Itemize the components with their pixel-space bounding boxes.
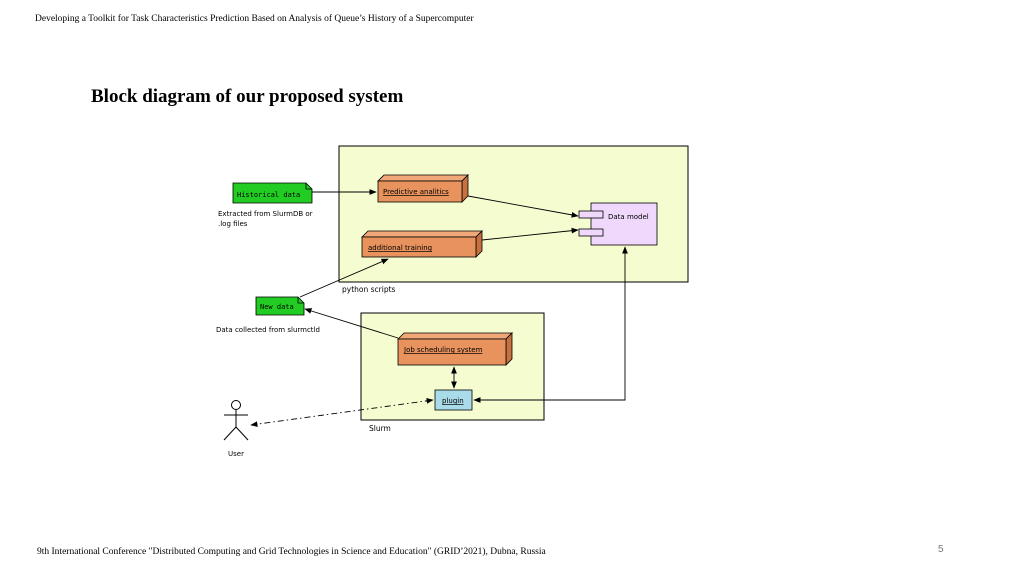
new-data-note: Data collected from slurmctld: [216, 326, 320, 334]
plugin-label: plugin: [442, 397, 464, 405]
historical-data-note-line1: Extracted from SlurmDB or: [218, 210, 313, 218]
predictive-analitics-node: [377, 174, 469, 203]
slurm-label: Slurm: [369, 424, 391, 433]
job-scheduling-system-label: Job scheduling system: [403, 346, 483, 354]
new-data-artifact: [255, 296, 305, 316]
edge-datamodel-plugin: [473, 246, 628, 403]
python-scripts-label: python scripts: [342, 285, 396, 294]
additional-training-node: [361, 230, 483, 258]
edge-training-to-datamodel: [481, 227, 579, 241]
user-label: User: [228, 450, 244, 458]
page-number: 5: [938, 544, 944, 555]
historical-data-artifact: [232, 182, 313, 204]
historical-data-label: Historical data: [237, 191, 300, 199]
footer-text: 9th International Conference "Distribute…: [37, 547, 546, 557]
edge-user-plugin: [250, 398, 434, 427]
edge-predictive-to-datamodel: [467, 195, 579, 218]
new-data-label: New data: [260, 303, 294, 311]
header-text: Developing a Toolkit for Task Characteri…: [35, 14, 474, 24]
edge-newdata-to-training: [299, 258, 389, 298]
additional-training-label: additional training: [368, 244, 432, 252]
edge-jobsched-to-newdata: [304, 308, 399, 339]
plugin-node: [434, 389, 473, 411]
slide-title: Block diagram of our proposed system: [91, 86, 404, 107]
predictive-analitics-label: Predictive analitics: [383, 188, 449, 196]
data-model-component: [578, 202, 658, 246]
historical-data-note-line2: .log files: [218, 220, 248, 228]
data-model-label: Data model: [608, 213, 649, 221]
connectors: [250, 189, 628, 427]
user-actor-icon: [223, 400, 249, 441]
